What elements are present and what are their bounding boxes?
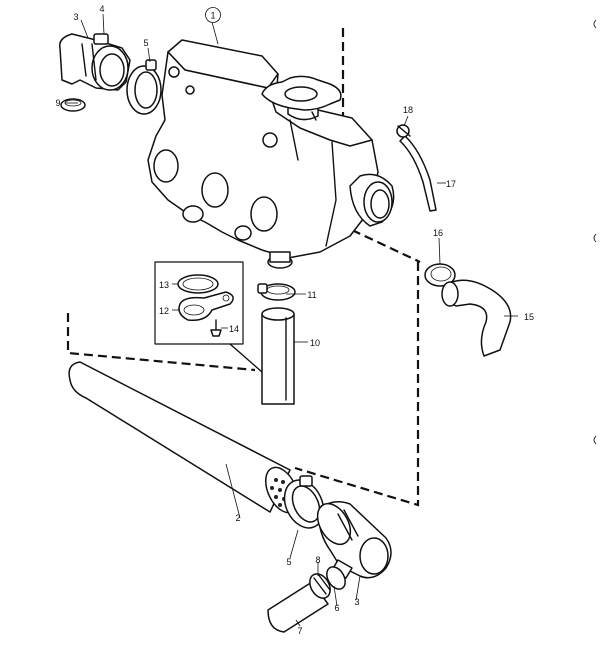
gasket-12 (178, 291, 234, 322)
callout-5-top: 5 (143, 38, 148, 48)
callout-1-circle (205, 7, 221, 23)
exhaust-manifold (147, 39, 395, 269)
clamp-6 (326, 566, 346, 590)
callout-14: 14 (229, 324, 239, 334)
margin-marks (593, 19, 597, 445)
lower-elbow-3 (316, 501, 392, 579)
small-clamp-9 (60, 98, 86, 112)
clamp-8 (309, 573, 331, 599)
pipe-10 (261, 307, 295, 405)
callout-6: 6 (334, 603, 339, 613)
callout-10: 10 (310, 338, 320, 348)
callouts: 1 2 3 3 4 5 5 6 7 8 9 10 11 12 13 14 15 … (55, 4, 534, 636)
callout-4: 4 (99, 4, 104, 14)
clip-18 (396, 124, 411, 138)
callout-3-top: 3 (73, 12, 78, 22)
hose-clamp-11 (257, 283, 296, 301)
callout-17: 17 (446, 179, 456, 189)
callout-12: 12 (159, 306, 169, 316)
callout-18: 18 (403, 105, 413, 115)
callout-1: 1 (210, 11, 215, 21)
elbow-hose-15 (441, 279, 512, 357)
gasket-inset-box (154, 261, 263, 373)
callout-11: 11 (307, 290, 316, 300)
hose-clamp-5-top (126, 59, 162, 115)
callout-3-bottom: 3 (354, 597, 359, 607)
exhaust-hose-7 (267, 581, 329, 633)
callout-2: 2 (235, 513, 240, 523)
drain-hose-17 (399, 135, 437, 212)
callout-7: 7 (297, 626, 302, 636)
elbow-top (59, 33, 131, 91)
callout-15: 15 (524, 312, 534, 322)
callout-8: 8 (315, 555, 320, 565)
callout-9: 9 (55, 98, 60, 108)
hose-clamp-5-bottom (283, 475, 325, 529)
leader-lines (65, 13, 518, 627)
callout-16: 16 (433, 228, 443, 238)
callout-13: 13 (159, 280, 169, 290)
screw-14 (210, 329, 222, 337)
callout-5-bottom: 5 (286, 557, 291, 567)
